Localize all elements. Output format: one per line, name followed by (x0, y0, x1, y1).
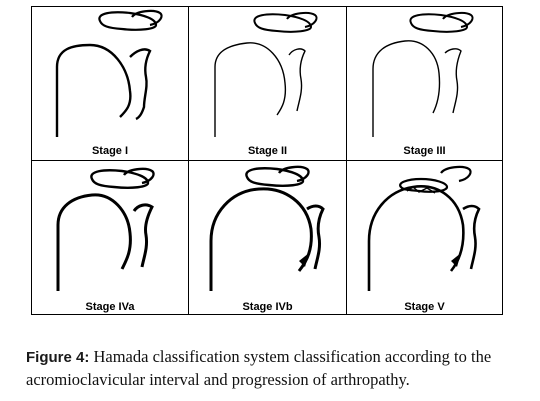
clavicle-shape (131, 9, 163, 27)
acromion-shape (90, 169, 150, 189)
glenoid-outline (444, 48, 462, 114)
humeral-head-outline (55, 43, 132, 137)
panel-stage-5: Stage V (347, 161, 502, 314)
panel-stage-1: Stage I (32, 7, 188, 160)
panel-stage-4a: Stage IVa (32, 161, 188, 314)
clavicle-shape (286, 11, 318, 28)
acromion-shape (98, 11, 158, 31)
stage-label: Stage IVa (85, 301, 135, 313)
osteophyte-mark (299, 253, 309, 267)
glenoid-outline (306, 204, 325, 270)
glenoid-outline (288, 48, 306, 112)
humeral-head-outline (209, 187, 313, 291)
acromion-shape (253, 13, 313, 33)
stage-label: Stage I (91, 145, 129, 157)
stage-label: Stage V (404, 301, 445, 313)
stage-label: Stage III (403, 145, 446, 157)
acromion-shape (409, 13, 469, 33)
humeral-head-outline (56, 193, 132, 291)
shoulder-drawing-stage-4b (209, 165, 325, 291)
humeral-head-outline (372, 40, 441, 137)
clavicle-shape (278, 165, 310, 183)
acromion-shape (399, 177, 449, 193)
stage-grid: Stage I Stage II Stage III (31, 6, 503, 315)
osteophyte-mark (451, 253, 461, 267)
humeral-head-outline (214, 42, 287, 137)
glenoid-outline (462, 204, 481, 270)
irregular-surface (406, 186, 436, 194)
grid-divider-h (32, 160, 502, 161)
figure-caption: Figure 4: Hamada classification system c… (26, 346, 536, 391)
shoulder-drawing-stage-4a (56, 167, 155, 291)
glenoid-outline (129, 48, 152, 121)
clavicle-shape (442, 11, 474, 28)
panel-stage-4b: Stage IVb (189, 161, 346, 314)
humeral-head-outline (367, 185, 465, 291)
shoulder-drawing-stage-2 (214, 11, 318, 137)
shoulder-drawing-stage-1 (55, 9, 163, 137)
clavicle-shape (440, 165, 472, 183)
clavicle-shape (123, 167, 155, 185)
caption-text: Hamada classification system classificat… (26, 347, 492, 389)
stage-label: Stage II (247, 145, 288, 157)
figure-label: Figure 4: (26, 349, 90, 366)
acromion-shape (245, 167, 305, 187)
shoulder-drawing-stage-3 (372, 11, 474, 137)
stage-label: Stage IVb (242, 301, 293, 313)
shoulder-drawing-stage-5 (367, 165, 481, 291)
panel-stage-2: Stage II (189, 7, 346, 160)
glenoid-outline (132, 203, 154, 268)
panel-stage-3: Stage III (347, 7, 502, 160)
